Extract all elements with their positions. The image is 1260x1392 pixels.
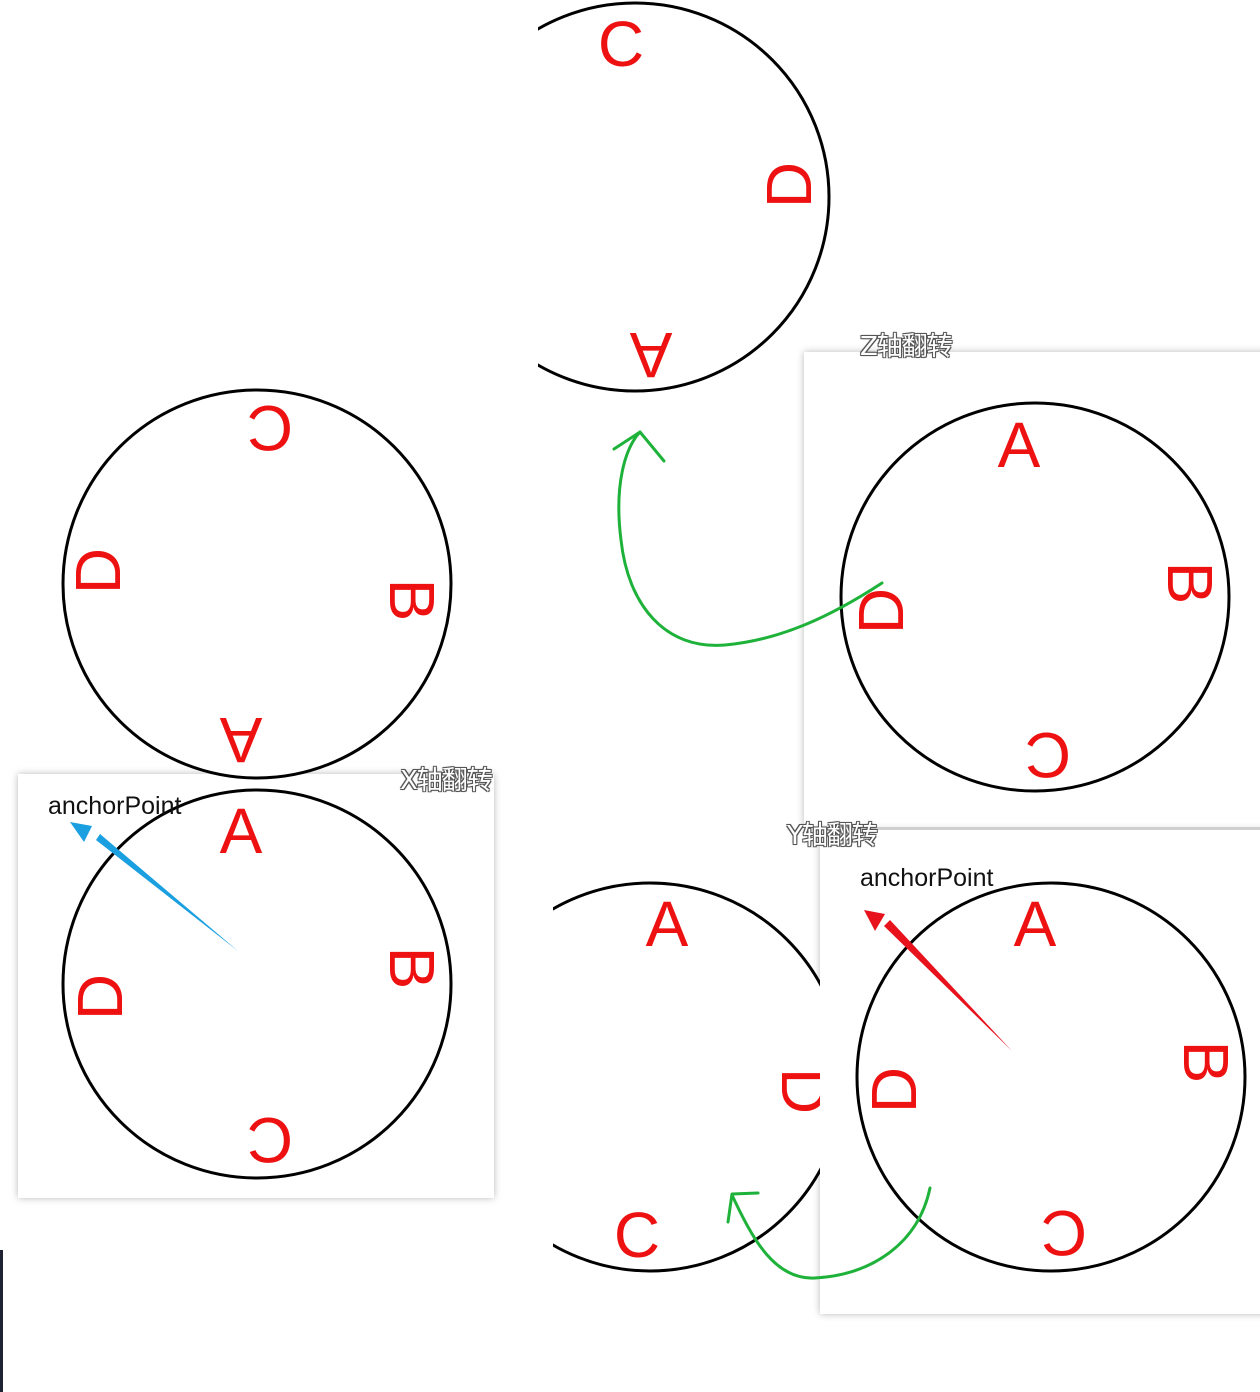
letter-b: B bbox=[376, 947, 448, 990]
x-flip-result-circle bbox=[61, 388, 453, 780]
letter-c: C bbox=[247, 392, 293, 464]
y-flip-result-circle bbox=[553, 881, 820, 1273]
letter-c: C bbox=[1041, 1197, 1087, 1269]
anchor-point-arrow-y bbox=[864, 910, 1012, 1051]
letter-c: C bbox=[614, 1199, 660, 1271]
letter-b: B bbox=[1154, 562, 1226, 605]
letter-a: A bbox=[220, 795, 263, 867]
letter-a: A bbox=[629, 319, 672, 391]
edge-divider bbox=[0, 1250, 3, 1392]
anchor-point-label-y: anchorPoint bbox=[860, 864, 994, 892]
letter-a: A bbox=[1014, 888, 1057, 960]
letter-d: D bbox=[768, 1068, 840, 1114]
y-flip-source-circle bbox=[855, 881, 1247, 1273]
letter-a: A bbox=[646, 888, 689, 960]
letter-c: C bbox=[247, 1104, 293, 1176]
y-flip-arrow bbox=[726, 1186, 932, 1280]
letter-b: B bbox=[1170, 1041, 1242, 1084]
letter-d: D bbox=[753, 162, 825, 208]
letter-d: D bbox=[845, 588, 917, 634]
z-flip-caption: Z轴翻转 bbox=[860, 332, 953, 362]
letter-d: D bbox=[62, 548, 134, 594]
z-flip-source-circle bbox=[839, 401, 1231, 793]
letter-a: A bbox=[998, 409, 1041, 481]
anchor-point-label-x: anchorPoint bbox=[48, 792, 182, 820]
letter-a: A bbox=[219, 704, 262, 776]
z-flip-arrow bbox=[612, 430, 884, 647]
y-flip-caption: Y轴翻转 bbox=[787, 821, 878, 851]
letter-d: D bbox=[858, 1067, 930, 1113]
x-flip-caption: X轴翻转 bbox=[400, 766, 493, 796]
letter-c: C bbox=[598, 8, 644, 80]
letter-d: D bbox=[64, 974, 136, 1020]
letter-b: B bbox=[376, 579, 448, 622]
z-flip-result-circle bbox=[538, 1, 831, 393]
letter-c: C bbox=[1025, 719, 1071, 791]
anchor-point-arrow-x bbox=[70, 822, 238, 951]
